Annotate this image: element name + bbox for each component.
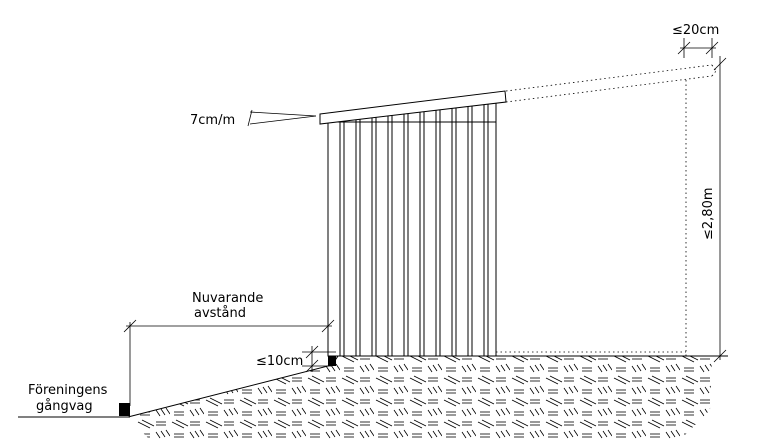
max-outline [496,64,717,356]
slope-annotation [247,109,317,127]
gap-dimension [302,345,336,373]
fence-top-cap [319,90,507,125]
gap-label: ≤10cm [256,354,303,369]
height-dimension [713,56,727,363]
path-label-line1: Föreningens [28,383,108,398]
slope-label: 7cm/m [190,113,235,128]
ground-area [128,356,712,440]
path-label-line2: gångvag [36,399,93,414]
fence-boards [327,101,497,357]
overhang-label: ≤20cm [672,23,719,38]
distance-label-line2: avstånd [194,306,246,321]
height-label: ≤2,80m [701,187,716,240]
path-marker [119,403,130,416]
distance-label-line1: Nuvarande [192,291,263,306]
overhang-dimension [677,38,719,58]
post-footing [328,355,336,366]
distance-dimension [123,319,335,406]
